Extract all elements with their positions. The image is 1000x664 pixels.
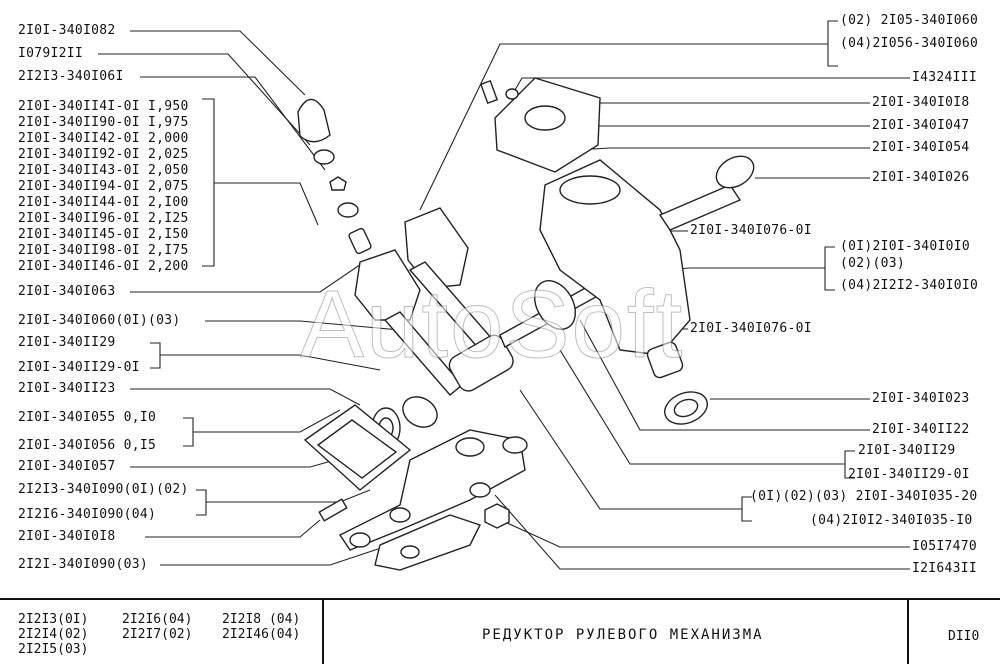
label-left-26: 2I2I-340I090(03) [18, 557, 149, 572]
model-code: 2I2I7(02) [122, 627, 193, 642]
label-right-5: 2I0I-340I047 [872, 118, 970, 133]
label-left-2: I079I2II [18, 46, 84, 61]
label-left-14: 2I0I-340II46-0I 2,200 [18, 259, 189, 274]
label-left-13: 2I0I-340II98-0I 2,I75 [18, 243, 189, 258]
model-code: 2I2I46(04) [222, 627, 301, 642]
label-left-21: 2I0I-340I056 0,I5 [18, 438, 157, 453]
label-right-11: (04)2I2I2-340I0I0 [840, 278, 979, 293]
label-left-6: 2I0I-340II42-0I 2,000 [18, 131, 189, 146]
label-right-9: (0I)2I0I-340I0I0 [840, 239, 971, 254]
label-right-8: 2I0I-340I076-0I [690, 223, 812, 238]
label-left-20: 2I0I-340I055 0,I0 [18, 410, 157, 425]
label-left-10: 2I0I-340II44-0I 2,I00 [18, 195, 189, 210]
model-code: 2I2I3(0I) [18, 612, 89, 627]
label-left-19: 2I0I-340II23 [18, 381, 116, 396]
label-left-5: 2I0I-340II90-0I I,975 [18, 115, 189, 130]
label-right-18: (04)2I0I2-340I035-I0 [810, 513, 973, 528]
label-left-11: 2I0I-340II96-0I 2,I25 [18, 211, 189, 226]
label-right-19: I05I7470 [912, 539, 978, 554]
label-left-12: 2I0I-340II45-0I 2,I50 [18, 227, 189, 242]
title-block-divider-1 [322, 600, 324, 664]
label-right-14: 2I0I-340II22 [872, 422, 970, 437]
label-left-17: 2I0I-340II29 [18, 335, 116, 350]
label-right-16: 2I0I-340II29-0I [848, 467, 970, 482]
label-left-3: 2I2I3-340I06I [18, 69, 124, 84]
label-left-25: 2I0I-340I0I8 [18, 529, 116, 544]
label-right-3: I4324III [912, 70, 978, 85]
label-left-18: 2I0I-340II29-0I [18, 360, 140, 375]
label-right-13: 2I0I-340I023 [872, 391, 970, 406]
model-code: 2I2I8 (04) [222, 612, 301, 627]
label-right-1: (02) 2I05-340I060 [840, 13, 979, 28]
model-code: 2I2I6(04) [122, 612, 193, 627]
label-right-12: 2I0I-340I076-0I [690, 321, 812, 336]
label-left-8: 2I0I-340II43-0I 2,050 [18, 163, 189, 178]
label-right-7: 2I0I-340I026 [872, 170, 970, 185]
label-right-4: 2I0I-340I0I8 [872, 95, 970, 110]
label-right-10: (02)(03) [840, 256, 906, 271]
model-code: 2I2I5(03) [18, 642, 89, 657]
drawing-code: DII0 [948, 629, 980, 644]
label-right-20: I2I643II [912, 561, 978, 576]
label-left-24: 2I2I6-340I090(04) [18, 507, 157, 522]
model-code: 2I2I4(02) [18, 627, 89, 642]
label-left-22: 2I0I-340I057 [18, 459, 116, 474]
drawing-title: РЕДУКТОР РУЛЕВОГО МЕХАНИЗМА [482, 627, 764, 643]
title-block-divider-2 [907, 600, 909, 664]
label-left-1: 2I0I-340I082 [18, 23, 116, 38]
label-right-2: (04)2I056-340I060 [840, 36, 979, 51]
label-right-6: 2I0I-340I054 [872, 140, 970, 155]
label-left-9: 2I0I-340II94-0I 2,075 [18, 179, 189, 194]
label-right-15: 2I0I-340II29 [858, 443, 956, 458]
label-left-15: 2I0I-340I063 [18, 284, 116, 299]
label-right-17: (0I)(02)(03) 2I0I-340I035-20 [750, 489, 978, 504]
title-block: 2I2I3(0I) 2I2I4(02) 2I2I5(03) 2I2I6(04) … [0, 598, 1000, 664]
label-left-7: 2I0I-340II92-0I 2,025 [18, 147, 189, 162]
label-left-16: 2I0I-340I060(0I)(03) [18, 313, 181, 328]
label-left-23: 2I2I3-340I090(0I)(02) [18, 482, 189, 497]
exploded-parts-diagram [98, 20, 910, 571]
label-left-4: 2I0I-340II4I-0I I,950 [18, 99, 189, 114]
